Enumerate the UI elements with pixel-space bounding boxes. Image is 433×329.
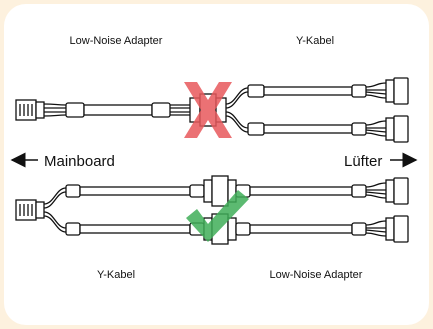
bottom-header-connector [15,199,45,221]
bottom-fan-connector-1 [393,177,409,205]
cable-diagram: Mainboard Lüfter [10,35,418,281]
top-fan-connector-1 [393,77,409,105]
bottom-middle-connector-1 [211,175,229,207]
bottom-fan-connector-2 [393,215,409,243]
top-fan-connector-2 [393,115,409,143]
top-right-label: Y-Kabel [296,35,334,47]
top-cable-1 [83,104,153,116]
luefter-label: Lüfter [344,153,382,170]
diagram-card: Mainboard Lüfter [4,4,429,325]
bottom-left-label: Y-Kabel [97,269,135,281]
top-header-connector [15,99,45,121]
top-sleeve-1 [65,102,85,118]
cross-icon [184,82,232,138]
check-icon [186,190,249,242]
bottom-right-label: Low-Noise Adapter [270,269,363,281]
top-left-label: Low-Noise Adapter [70,35,163,47]
mainboard-label: Mainboard [44,153,115,170]
